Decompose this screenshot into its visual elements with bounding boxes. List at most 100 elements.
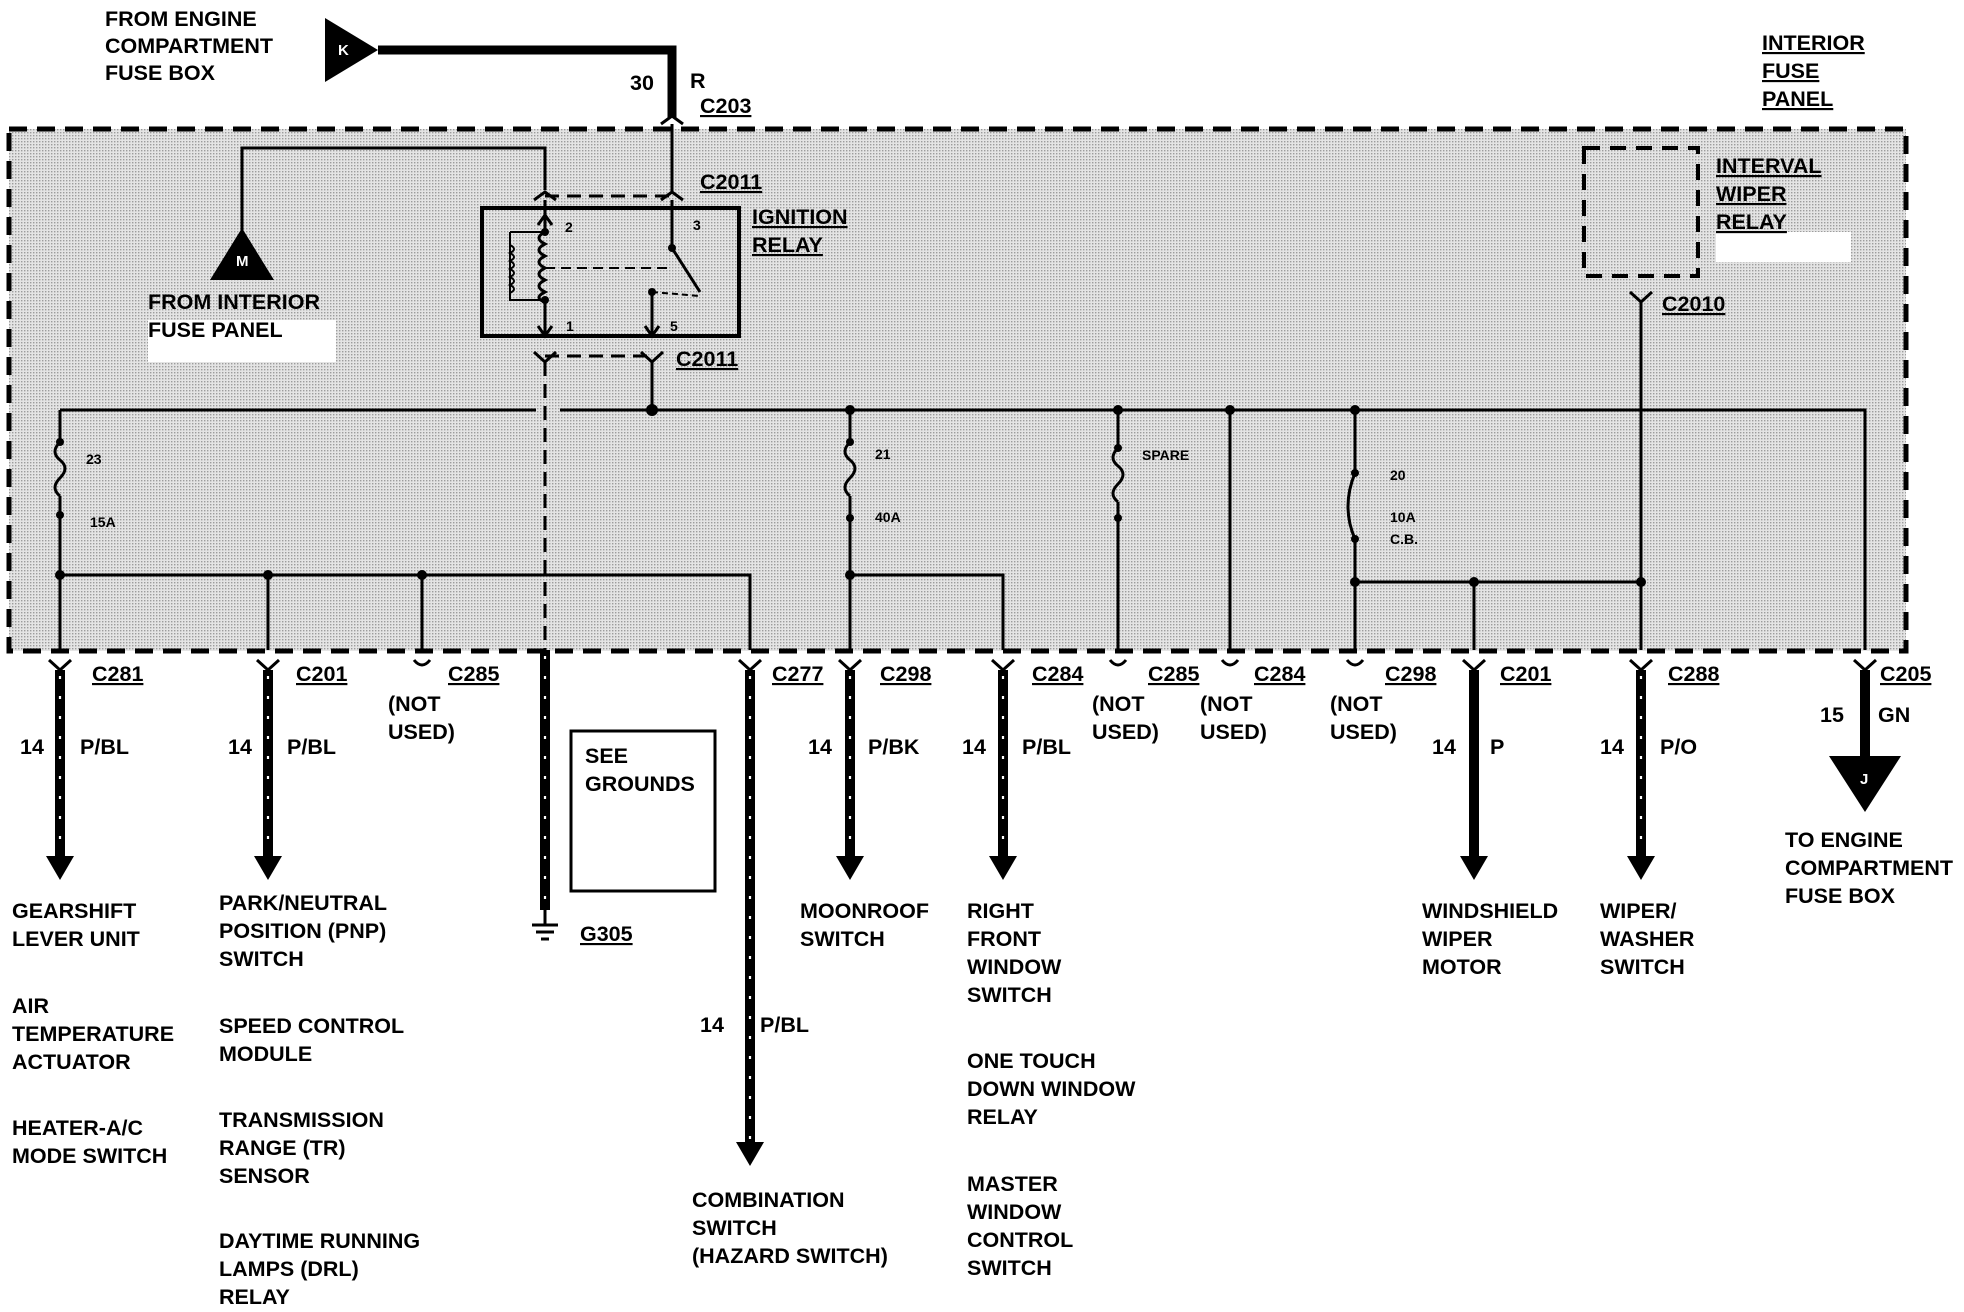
connector-c285-b: C285 xyxy=(1148,662,1199,686)
output-c284-a: C284 14 P/BL xyxy=(962,658,1083,880)
destination-label-11-0-1: COMPARTMENT xyxy=(1785,856,1953,880)
bus-main xyxy=(560,408,1867,650)
interval-relay-label-3: RELAY xyxy=(1716,210,1787,234)
interior-panel-label-1: INTERIOR xyxy=(1762,31,1865,55)
relay-pin-1: 1 xyxy=(566,318,574,334)
c201-b-color: P xyxy=(1490,735,1504,759)
destination-label-5-0-1: FRONT xyxy=(967,927,1041,951)
destination-label-11-0-0: TO ENGINE xyxy=(1785,828,1903,852)
source-wire xyxy=(378,45,677,118)
c284-b-note-2: USED) xyxy=(1200,720,1267,744)
destination-label-11-0-2: FUSE BOX xyxy=(1785,884,1896,908)
label-blank xyxy=(1716,232,1851,262)
c285-a-note-1: (NOT xyxy=(388,692,441,716)
relay-pin-5: 5 xyxy=(670,318,678,334)
relay-pin-3: 3 xyxy=(693,217,701,233)
connector-c277: C277 xyxy=(772,662,823,686)
destination-label-1-2-2: SENSOR xyxy=(219,1164,310,1188)
output-c201-a: C201 14 P/BL xyxy=(228,658,347,880)
c284-b-note-1: (NOT xyxy=(1200,692,1253,716)
circuit-breaker-20: 20 10A C.B. xyxy=(1346,467,1646,650)
c205-color: GN xyxy=(1878,703,1910,727)
source-label-3: FUSE BOX xyxy=(105,61,216,85)
c284-a-gauge: 14 xyxy=(962,735,986,759)
destination-label-5-1-0: ONE TOUCH xyxy=(967,1049,1096,1073)
destination-label-5-1-1: DOWN WINDOW xyxy=(967,1077,1136,1101)
destination-label-1-3-2: RELAY xyxy=(219,1285,290,1309)
output-c281: C281 14 P/BL xyxy=(20,658,143,880)
ignition-relay-label-1: IGNITION xyxy=(752,205,848,229)
source-wire-color: R xyxy=(690,69,706,93)
c201-a-color: P/BL xyxy=(287,735,336,759)
c281-color: P/BL xyxy=(80,735,129,759)
connector-c281: C281 xyxy=(92,662,143,686)
destination-label-9-0-2: MOTOR xyxy=(1422,955,1502,979)
c285-b-note-2: USED) xyxy=(1092,720,1159,744)
label-blank xyxy=(148,320,336,362)
destination-label-4-0-0: MOONROOF xyxy=(800,899,929,923)
source-feed: K FROM ENGINE COMPARTMENT FUSE BOX 30 R … xyxy=(105,7,751,192)
ground-g305-label: G305 xyxy=(580,922,633,946)
connector-c2010: C2010 xyxy=(1662,292,1725,316)
destination-label-0-0-1: LEVER UNIT xyxy=(12,927,140,951)
buses xyxy=(58,405,1867,650)
destination-label-0-0-0: GEARSHIFT xyxy=(12,899,136,923)
output-c284-b: C284 (NOT USED) xyxy=(1200,659,1305,744)
destination-label-0-2-0: HEATER-A/C xyxy=(12,1116,143,1140)
destination-label-1-1-0: SPEED CONTROL xyxy=(219,1014,404,1038)
c277-gauge: 14 xyxy=(700,1013,724,1037)
circuit-breaker-symbol xyxy=(1346,472,1357,540)
from-interior-label-2: FUSE PANEL xyxy=(148,318,283,342)
c298-b-note-2: USED) xyxy=(1330,720,1397,744)
destination-label-1-0-1: POSITION (PNP) xyxy=(219,919,386,943)
output-c285-a: C285 (NOT USED) xyxy=(388,659,499,744)
destination-label-3-0-1: SWITCH xyxy=(692,1216,777,1240)
interior-panel-label-2: FUSE xyxy=(1762,59,1819,83)
fuse-21-number: 21 xyxy=(875,446,891,462)
destination-label-9-0-0: WINDSHIELD xyxy=(1422,899,1558,923)
connector-c288: C288 xyxy=(1668,662,1719,686)
destination-label-5-2-2: CONTROL xyxy=(967,1228,1073,1252)
source-circuit-number: 30 xyxy=(630,71,654,95)
connector-k-letter: K xyxy=(338,42,349,59)
output-c201-b: C201 14 P xyxy=(1432,658,1551,880)
destination-label-1-1-1: MODULE xyxy=(219,1042,312,1066)
connector-c298-b: C298 xyxy=(1385,662,1436,686)
destination-label-3-0-2: (HAZARD SWITCH) xyxy=(692,1244,888,1268)
destination-label-5-0-3: SWITCH xyxy=(967,983,1052,1007)
from-interior-label-1: FROM INTERIOR xyxy=(148,290,320,314)
c203-pin xyxy=(660,114,684,126)
fuse-23-number: 23 xyxy=(86,451,102,467)
destination-label-5-0-0: RIGHT xyxy=(967,899,1034,923)
c298-a-gauge: 14 xyxy=(808,735,832,759)
destination-label-0-1-1: TEMPERATURE xyxy=(12,1022,174,1046)
c285-b-note-1: (NOT xyxy=(1092,692,1145,716)
connector-j-letter: J xyxy=(1860,771,1868,788)
destination-label-10-0-0: WIPER/ xyxy=(1600,899,1676,923)
connector-c284-a: C284 xyxy=(1032,662,1083,686)
fuse-spare: SPARE xyxy=(1111,444,1189,650)
c284-a-color: P/BL xyxy=(1022,735,1071,759)
destination-label-1-3-1: LAMPS (DRL) xyxy=(219,1257,359,1281)
interior-panel-label-3: PANEL xyxy=(1762,87,1833,111)
destination-label-5-2-1: WINDOW xyxy=(967,1200,1062,1224)
ground-icon xyxy=(532,923,558,941)
output-c205: J C205 15 GN xyxy=(1820,658,1931,812)
connector-m-letter: M xyxy=(236,253,249,270)
destination-label-3-0-0: COMBINATION xyxy=(692,1188,844,1212)
cb-20-rating: 10A xyxy=(1390,509,1416,525)
fuse-23: 23 15A xyxy=(53,438,752,650)
fuse-21-rating: 40A xyxy=(875,509,901,525)
connector-c298-a: C298 xyxy=(880,662,931,686)
c277-color: P/BL xyxy=(760,1013,809,1037)
destination-label-5-2-0: MASTER xyxy=(967,1172,1058,1196)
connector-c203: C203 xyxy=(700,94,751,118)
cb-20-type: C.B. xyxy=(1390,531,1418,547)
fuse-23-symbol xyxy=(53,440,67,498)
destination-label-5-1-2: RELAY xyxy=(967,1105,1038,1129)
destination-label-4-0-1: SWITCH xyxy=(800,927,885,951)
fuse-21: 21 40A xyxy=(843,438,1005,650)
c288-gauge: 14 xyxy=(1600,735,1624,759)
